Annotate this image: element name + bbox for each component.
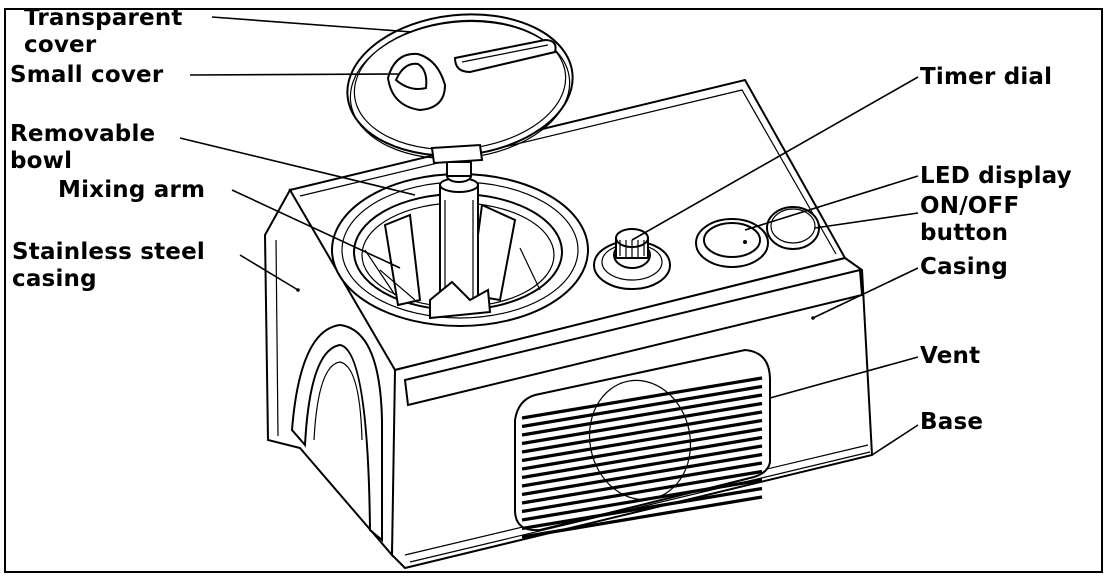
vent-slat bbox=[521, 444, 763, 488]
led-display bbox=[695, 218, 769, 268]
vent-slat bbox=[521, 435, 763, 480]
vent-slat bbox=[521, 376, 763, 420]
vent-slat bbox=[521, 495, 763, 539]
vent-slat bbox=[521, 427, 763, 471]
label-casing: Casing bbox=[920, 254, 1009, 280]
vent-slat bbox=[521, 418, 763, 463]
vent-slat bbox=[521, 469, 763, 514]
vent-slat bbox=[521, 393, 763, 437]
label-removable-bowl-line2: bowl bbox=[10, 148, 73, 174]
leader-lines bbox=[179, 16, 919, 456]
label-on-off-line1: ON/OFF bbox=[920, 193, 1020, 219]
vent-slat bbox=[521, 486, 763, 531]
label-vent: Vent bbox=[920, 343, 981, 369]
label-timer-dial: Timer dial bbox=[920, 64, 1053, 90]
vent-slat bbox=[521, 461, 763, 505]
on-off-button bbox=[766, 206, 820, 250]
vent-grille bbox=[514, 348, 771, 539]
label-stainless-casing-line1: Stainless steel bbox=[12, 239, 205, 265]
label-on-off-line2: button bbox=[920, 220, 1009, 246]
label-led-display: LED display bbox=[920, 163, 1072, 189]
vent-slat bbox=[521, 401, 763, 446]
label-stainless-casing-line2: casing bbox=[12, 266, 97, 292]
label-transparent-cover-line2: cover bbox=[24, 32, 97, 58]
timer-dial bbox=[593, 228, 671, 290]
bowl-assembly bbox=[331, 161, 589, 327]
label-mixing-arm: Mixing arm bbox=[58, 177, 206, 203]
label-small-cover: Small cover bbox=[10, 62, 164, 88]
label-transparent-cover-line1: Transparent bbox=[24, 5, 183, 31]
vent-slat bbox=[521, 410, 763, 454]
label-removable-bowl-line1: Removable bbox=[10, 121, 156, 147]
vent-slat bbox=[521, 384, 763, 429]
transparent-cover-lid bbox=[346, 13, 574, 165]
vent-slat bbox=[521, 452, 763, 497]
label-base: Base bbox=[920, 409, 984, 435]
